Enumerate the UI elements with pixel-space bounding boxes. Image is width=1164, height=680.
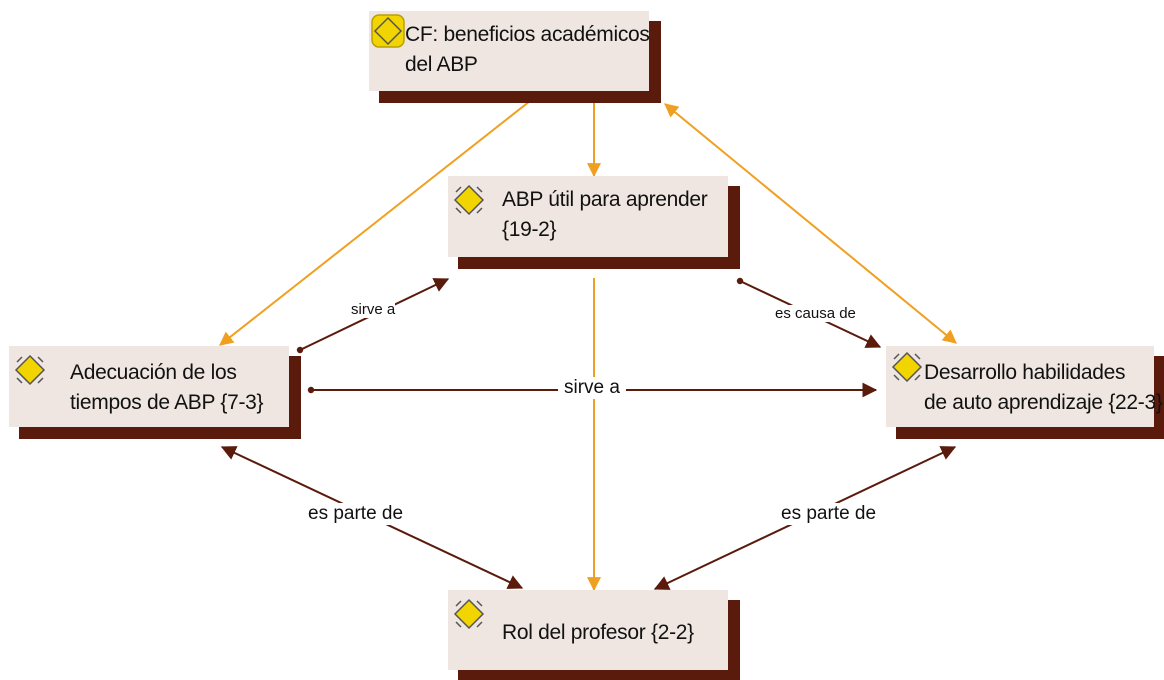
edge-label-sirve-a-middle: sirve a [558,377,626,399]
node-box [9,346,289,427]
node-box [448,590,728,670]
node-box [448,176,728,257]
node-box [886,346,1154,427]
node-label-line2: de auto aprendizaje {22-3} [924,391,1163,414]
code-diamond-icon [891,351,923,383]
edge-label-sirve-a-upper: sirve a [351,301,396,318]
node-adecuacion[interactable]: Adecuación de los tiempos de ABP {7-3} [9,346,301,439]
edge-label-es-parte-de-right: es parte de [779,503,879,525]
edge-cf-desarrollo [664,103,957,344]
node-cf-beneficios[interactable]: CF: beneficios académicos del ABP [369,11,661,103]
edge-label-es-causa-de: es causa de [775,305,856,322]
node-desarrollo[interactable]: Desarrollo habilidades de auto aprendiza… [886,346,1164,439]
code-diamond-icon [14,354,46,386]
code-diamond-icon [371,14,405,48]
node-label-line1: Desarrollo habilidades [924,361,1126,384]
code-diamond-icon [453,598,485,630]
node-rol-profesor[interactable]: Rol del profesor {2-2} [448,590,740,680]
node-label-line1: CF: beneficios académicos [405,23,650,46]
edge-label-es-parte-de-left: es parte de [306,503,406,525]
node-label-line2: del ABP [405,53,478,76]
node-label-line2: tiempos de ABP {7-3} [70,391,264,414]
node-label-line2: {19-2} [502,218,557,241]
node-label-line1: Rol del profesor {2-2} [502,621,694,644]
node-label-line1: ABP útil para aprender [502,188,708,211]
edge-cf-to-adecuacion [219,100,531,346]
node-box [369,11,649,91]
node-label-line1: Adecuación de los [70,361,237,384]
code-diamond-icon [453,184,485,216]
node-abp-util[interactable]: ABP útil para aprender {19-2} [448,176,740,269]
